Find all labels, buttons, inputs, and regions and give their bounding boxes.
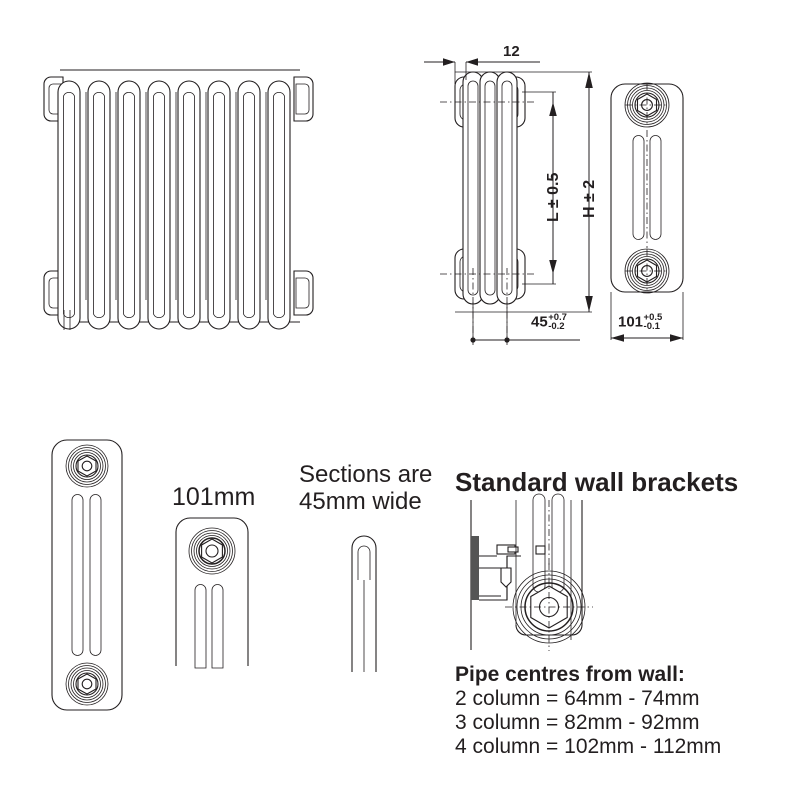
sections-width-label-line2: 45mm wide xyxy=(299,488,422,515)
front-inner-tubes xyxy=(79,92,291,300)
dimension-101-plus: +0.5 xyxy=(643,311,663,323)
dimension-45-base: 45 xyxy=(531,313,548,331)
front-right-endcap xyxy=(293,76,314,316)
plan-view-right xyxy=(610,82,684,294)
bracket-mid-clip xyxy=(535,545,546,555)
plan-left-port-bottom xyxy=(65,662,109,706)
dimension-L xyxy=(522,91,557,285)
front-elevation-view xyxy=(43,69,314,330)
depth-label: 101mm xyxy=(172,483,256,511)
single-section-profile xyxy=(351,535,377,672)
plan-view-left xyxy=(51,439,123,711)
dimension-45 xyxy=(470,302,580,343)
sections-width-label-line1: Sections are xyxy=(299,461,433,488)
dimension-H xyxy=(455,71,593,313)
dimension-12-label: 12 xyxy=(503,43,520,60)
bracket-port xyxy=(505,563,593,651)
side-section-view xyxy=(440,71,535,345)
pipe-centres-row-3-column: 3 column = 82mm - 92mm xyxy=(455,711,700,734)
bracket-screw xyxy=(496,544,519,555)
pipe-centres-heading: Pipe centres from wall: xyxy=(455,663,685,686)
dimension-45-minus: -0.2 xyxy=(548,321,565,333)
dimension-12 xyxy=(424,58,540,84)
pipe-centres-row-2-column: 2 column = 64mm - 74mm xyxy=(455,687,700,710)
wall-bracket-detail xyxy=(470,493,593,651)
plan-view-cutaway xyxy=(175,517,249,669)
dimension-L-label: L ± 0.5 xyxy=(545,172,562,222)
plan-right-port-bottom xyxy=(624,248,670,294)
pipe-centres-row-4-column: 4 column = 102mm - 112mm xyxy=(455,735,722,758)
dimension-101-label: 101+0.5-0.1 xyxy=(618,311,663,333)
dimension-45-plus: +0.7 xyxy=(548,311,567,323)
front-columns xyxy=(57,80,291,330)
bracket-clip xyxy=(500,567,512,588)
plan-left-port-top xyxy=(65,444,109,488)
wall-brackets-title: Standard wall brackets xyxy=(455,467,739,497)
plan-right-port-top xyxy=(624,82,670,128)
dimension-101-minus: -0.1 xyxy=(643,321,660,333)
dimension-H-label: H ± 2 xyxy=(581,179,598,218)
cutaway-port xyxy=(188,527,236,575)
dimension-45-label: 45+0.7-0.2 xyxy=(531,311,567,333)
side-columns xyxy=(462,71,518,305)
dimension-101 xyxy=(610,292,684,342)
dimension-101-base: 101 xyxy=(618,313,644,331)
